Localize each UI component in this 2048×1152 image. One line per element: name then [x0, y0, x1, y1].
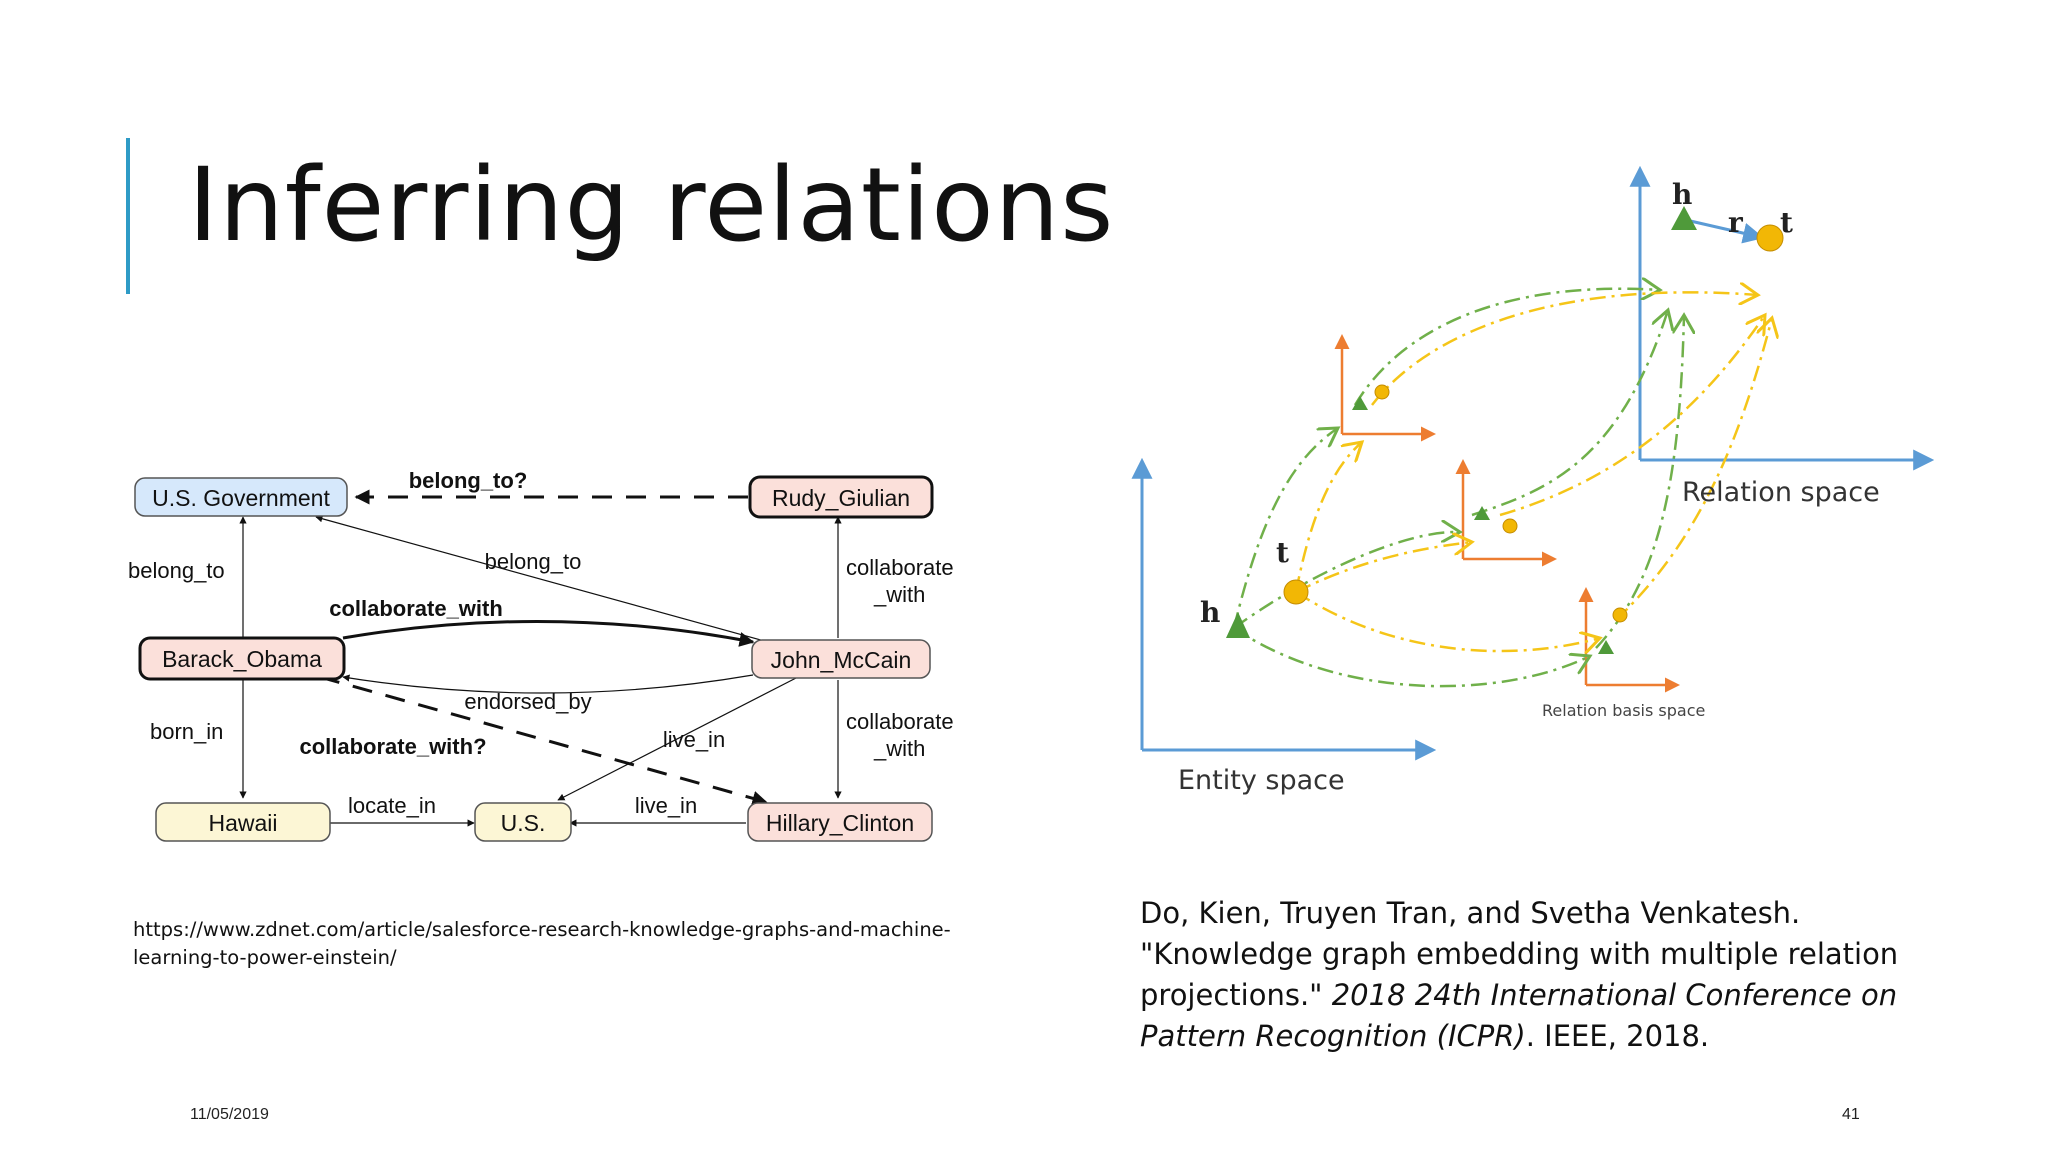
title-accent-bar — [126, 138, 130, 294]
edge-mccain-endorsed-by-obama — [342, 674, 754, 694]
node-barack-obama: Barack_Obama — [138, 636, 346, 681]
svg-text:Rudy_Giulian: Rudy_Giulian — [772, 485, 910, 511]
label-belong-to-diag: belong_to — [485, 549, 582, 574]
svg-text:Hillary_Clinton: Hillary_Clinton — [766, 810, 914, 836]
label-collaborate-bottom-line2: _with — [873, 736, 925, 761]
page-number: 41 — [1842, 1106, 1860, 1123]
relation-vector-r — [1685, 218, 1765, 244]
relation-basis-axes-2 — [1455, 459, 1557, 567]
head-point-entity — [1226, 612, 1250, 638]
kg-edges — [239, 489, 842, 827]
citation-authors-title: Do, Kien, Truyen Tran, and Svetha Venkat… — [1140, 896, 1899, 1012]
svg-text:U.S.: U.S. — [501, 810, 546, 836]
citation: Do, Kien, Truyen Tran, and Svetha Venkat… — [1140, 893, 1970, 1057]
label-collaborate-top-line1: collaborate — [846, 555, 954, 580]
head-point-basis-2 — [1474, 506, 1490, 520]
label-endorsed-by: endorsed_by — [464, 689, 591, 714]
node-hillary-clinton: Hillary_Clinton — [747, 802, 933, 842]
node-us-government: U.S. Government — [134, 477, 348, 517]
head-point-relation — [1671, 206, 1697, 230]
label-t-entity: t — [1276, 536, 1289, 569]
edge-mccain-live-in — [557, 676, 799, 801]
citation-publisher: . IEEE, 2018. — [1525, 1019, 1710, 1053]
label-live-in-diag: live_in — [663, 727, 725, 752]
label-collaborate-with-inferred: collaborate_with? — [299, 734, 486, 759]
tail-point-entity — [1283, 579, 1309, 605]
label-h-relation: h — [1672, 178, 1692, 211]
relation-basis-axes-1 — [1334, 334, 1436, 442]
label-locate-in: locate_in — [348, 793, 436, 818]
label-relation-basis-space: Relation basis space — [1542, 701, 1705, 720]
label-collaborate-top-line2: _with — [873, 582, 925, 607]
head-point-basis-3 — [1598, 640, 1614, 654]
label-born-in: born_in — [150, 719, 223, 744]
edge-obama-collaborate-mccain — [342, 619, 755, 647]
label-entity-space: Entity space — [1178, 765, 1345, 796]
node-us: U.S. — [474, 802, 572, 842]
label-t-relation: t — [1780, 206, 1793, 239]
tail-point-basis-1 — [1374, 384, 1390, 400]
svg-text:U.S. Government: U.S. Government — [152, 485, 330, 511]
head-point-basis-1 — [1352, 396, 1368, 410]
edge-obama-collaborate-hillary-inferred — [319, 675, 768, 806]
tail-point-basis-3 — [1612, 607, 1628, 623]
entity-space-axes — [1131, 457, 1437, 761]
head-projection-paths — [1232, 289, 1684, 688]
tail-point-relation — [1756, 224, 1784, 252]
svg-text:Barack_Obama: Barack_Obama — [162, 646, 322, 672]
citation-venue: 2018 24th International Conference on Pa… — [1140, 978, 1898, 1053]
label-collaborate-bottom-line1: collaborate — [846, 709, 954, 734]
label-h-entity: h — [1200, 596, 1220, 629]
knowledge-graph-diagram: belong_to? belong_to belong_to collabora… — [128, 468, 954, 842]
tail-point-basis-2 — [1502, 518, 1518, 534]
source-url: https://www.zdnet.com/article/salesforce… — [133, 918, 951, 969]
node-hawaii: Hawaii — [155, 802, 331, 842]
label-live-in-bottom: live_in — [635, 793, 697, 818]
relation-space-axes — [1629, 165, 1935, 471]
node-rudy-giulian: Rudy_Giulian — [748, 475, 934, 519]
node-john-mccain: John_McCain — [751, 639, 931, 679]
label-belong-to-inferred: belong_to? — [409, 468, 528, 493]
footer-date: 11/05/2019 — [190, 1106, 269, 1123]
slide-title: Inferring relations — [188, 146, 1115, 265]
label-relation-space: Relation space — [1682, 477, 1880, 508]
label-belong-to-left: belong_to — [128, 558, 225, 583]
svg-text:John_McCain: John_McCain — [771, 647, 912, 673]
edge-mccain-belong-to — [315, 515, 769, 643]
tail-projection-paths — [1294, 292, 1772, 651]
label-collaborate-with-bold: collaborate_with — [329, 596, 503, 621]
svg-text:Hawaii: Hawaii — [208, 810, 277, 836]
label-r: r — [1728, 206, 1744, 239]
embedding-projection-figure: h r t h t Relation space Entity space Re… — [1131, 165, 1935, 796]
